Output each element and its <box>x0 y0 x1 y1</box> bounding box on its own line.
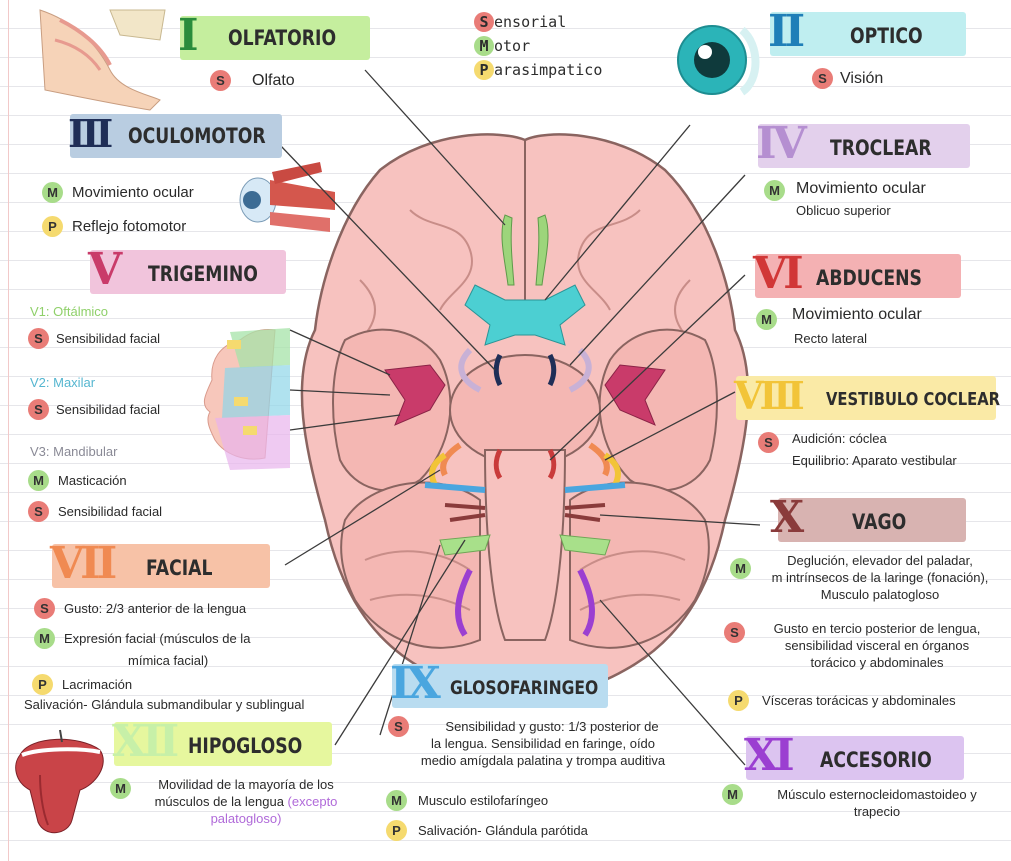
nerve-V-branch-3-text-1: Masticación <box>58 472 127 489</box>
brain-base <box>302 134 748 692</box>
face-illustration <box>204 328 290 470</box>
nerve-VII-title: FACIAL <box>146 556 212 580</box>
nerve-II-numeral: II <box>768 10 801 54</box>
nerve-VIII-text-2: Equilibrio: Aparato vestibular <box>792 452 957 469</box>
nerve-X-text-s: Gusto en tercio posterior de lengua, sen… <box>746 620 1008 671</box>
nerve-VIII-text-1: Audición: cóclea <box>792 430 887 447</box>
nerve-IX-text-m: Musculo estilofaríngeo <box>418 792 548 809</box>
nerve-III-title: OCULOMOTOR <box>128 124 266 148</box>
nerve-VII-badge-p: P <box>32 674 53 695</box>
nerve-II-title: OPTICO <box>850 24 923 48</box>
nerve-V-branch-1-badge: S <box>28 328 49 349</box>
nerve-VII-numeral: VII <box>50 542 113 586</box>
nerve-VII-text-3: Lacrimación <box>62 676 132 693</box>
nerve-III-badge-p: P <box>42 216 63 237</box>
nerve-VII-extra: Salivación- Glándula submandibular y sub… <box>24 696 304 713</box>
nerve-XII-numeral: XII <box>112 720 175 764</box>
nerve-V-branch-2-text: Sensibilidad facial <box>56 401 160 418</box>
nerve-IX-text-s: Sensibilidad y gusto: 1/3 posterior de l… <box>388 718 698 769</box>
nerve-VII-text-2b: mímica facial) <box>128 652 208 669</box>
nerve-IV-text: Movimiento ocular <box>796 180 926 197</box>
nerve-IX-badge-m: M <box>386 790 407 811</box>
nerve-IX-title: GLOSOFARINGEO <box>450 676 598 700</box>
nerve-V-branch-3-badge-s: S <box>28 501 49 522</box>
nerve-I-text: Olfato <box>252 72 295 89</box>
nerve-IV-title: TROCLEAR <box>830 136 932 160</box>
nerve-V-branch-3-badge-m: M <box>28 470 49 491</box>
nerve-VI-title: ABDUCENS <box>816 266 922 290</box>
nerve-X-badge-p: P <box>728 690 749 711</box>
nerve-V-branch-1-label: V1: Oftálmico <box>30 303 108 320</box>
nerve-XI-text: Músculo esternocleidomastoideo y trapeci… <box>746 786 1008 820</box>
nerve-III-text-1: Movimiento ocular <box>72 184 194 201</box>
eye-illustration <box>678 26 756 94</box>
nerve-V-branch-3-text-2: Sensibilidad facial <box>58 503 162 520</box>
nerve-IX-text-p: Salivación- Glándula parótida <box>418 822 588 839</box>
nerve-III-numeral: III <box>68 112 109 156</box>
nerve-III-text-2: Reflejo fotomotor <box>72 218 186 235</box>
nerve-VIII-numeral: VIII <box>734 374 801 418</box>
nerve-VIII-title: VESTIBULO COCLEAR <box>826 388 1000 412</box>
eye-muscles-illustration <box>240 162 335 232</box>
nerve-VII-text-2: Expresión facial (músculos de la <box>64 630 250 647</box>
nerve-X-text-m: Deglución, elevador del paladar, m intrí… <box>752 552 1008 603</box>
nerve-II-text: Visión <box>840 70 883 87</box>
nerve-XI-numeral: XI <box>744 734 791 778</box>
nerve-VII-badge-m: M <box>34 628 55 649</box>
nerve-XI-title: ACCESORIO <box>820 748 932 772</box>
nerve-VI-badge-m: M <box>756 309 777 330</box>
tongue-illustration <box>16 730 104 833</box>
nerve-I-title: OLFATORIO <box>228 26 336 50</box>
nerve-X-text-p: Vísceras torácicas y abdominales <box>762 692 956 709</box>
nerve-IX-badge-p: P <box>386 820 407 841</box>
nerve-III-badge-m: M <box>42 182 63 203</box>
nerve-IX-numeral: IX <box>390 662 437 706</box>
nerve-IV-detail: Oblicuo superior <box>796 202 891 219</box>
nerve-VI-text: Movimiento ocular <box>792 306 922 323</box>
nerve-VI-numeral: VI <box>753 252 800 296</box>
nerve-V-branch-2-badge: S <box>28 399 49 420</box>
nerve-IV-numeral: IV <box>756 122 803 166</box>
nerve-XII-title: HIPOGLOSO <box>188 734 302 758</box>
nerve-VI-detail: Recto lateral <box>794 330 867 347</box>
nerve-V-branch-2-label: V2: Maxilar <box>30 374 95 391</box>
nerve-VII-text-1: Gusto: 2/3 anterior de la lengua <box>64 600 246 617</box>
nerve-VIII-badge-s: S <box>758 432 779 453</box>
nerve-V-branch-1-text: Sensibilidad facial <box>56 330 160 347</box>
nerve-I-badge-s: S <box>210 70 231 91</box>
nerve-X-numeral: X <box>770 496 800 540</box>
nerve-X-badge-s: S <box>724 622 745 643</box>
nose-cavity-illustration <box>40 10 165 110</box>
nerve-VII-badge-s: S <box>34 598 55 619</box>
nerve-IV-badge-m: M <box>764 180 785 201</box>
nerve-V-title: TRIGEMINO <box>148 262 258 286</box>
nerve-I-numeral: I <box>178 14 195 58</box>
nerve-X-badge-m: M <box>730 558 751 579</box>
nerve-II-badge-s: S <box>812 68 833 89</box>
nerve-XII-text: Movilidad de la mayoría de los músculos … <box>132 776 360 827</box>
nerve-V-numeral: V <box>88 248 118 292</box>
nerve-V-branch-3-label: V3: Mandibular <box>30 443 117 460</box>
nerve-XI-badge-m: M <box>722 784 743 805</box>
nerve-XII-badge-m: M <box>110 778 131 799</box>
nerve-X-title: VAGO <box>852 510 906 534</box>
